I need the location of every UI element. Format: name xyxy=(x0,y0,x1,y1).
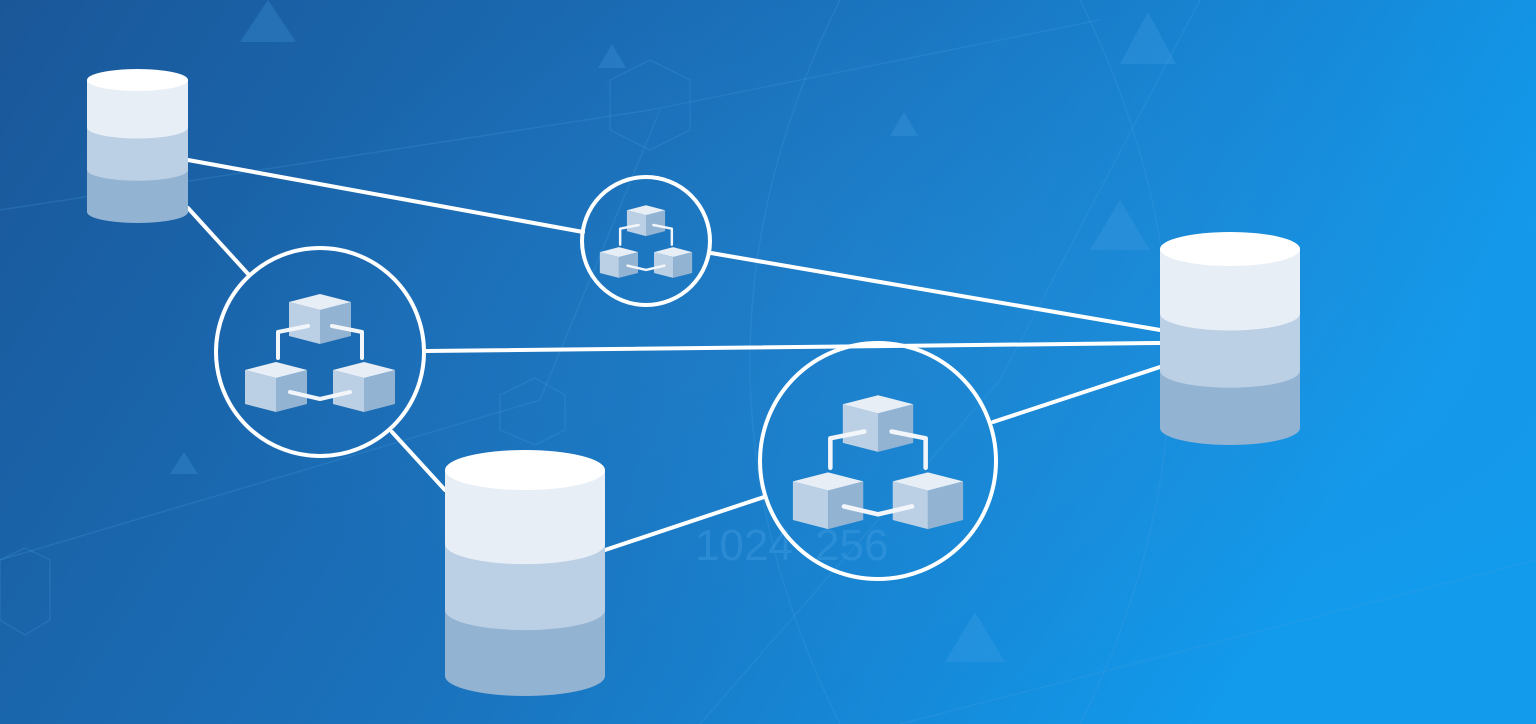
connector-left xyxy=(276,324,310,360)
connector-bottom xyxy=(626,264,666,272)
cube-connectors xyxy=(276,324,364,401)
cube-right-face xyxy=(320,302,351,344)
cube-icon xyxy=(842,395,914,452)
cube-icon xyxy=(289,294,351,344)
database-right xyxy=(1160,232,1300,445)
cube-top-face xyxy=(289,294,351,310)
database-band-bottom xyxy=(87,169,188,223)
network-node-left xyxy=(214,246,426,458)
connector-right xyxy=(330,324,364,360)
connector-right xyxy=(889,429,928,471)
network-nodes xyxy=(214,175,998,581)
node-ring xyxy=(214,246,426,458)
database-band-middle xyxy=(445,544,605,631)
cube-icon xyxy=(792,472,864,530)
database-bottom xyxy=(445,450,605,696)
cube-connectors xyxy=(618,223,674,272)
cube-icon xyxy=(245,362,307,412)
database-band-bottom xyxy=(445,610,605,696)
cube-left-face xyxy=(245,370,276,412)
connector-left xyxy=(618,223,640,246)
connection-line xyxy=(991,365,1162,424)
connection-line xyxy=(709,251,1162,332)
cube-left-face xyxy=(842,404,878,452)
cube-top-face xyxy=(245,362,307,378)
cube-right-face xyxy=(646,210,666,237)
cube-connectors xyxy=(828,429,928,517)
background-triangles xyxy=(170,0,1176,662)
connector-right xyxy=(652,223,674,246)
databases xyxy=(87,69,1300,696)
hierarchy-cubes-icon xyxy=(245,294,395,412)
cube-left-face xyxy=(626,210,646,237)
cube-top-face xyxy=(842,395,914,414)
database-band-middle xyxy=(1160,313,1300,388)
cube-right-face xyxy=(878,404,914,452)
database-band-bottom xyxy=(1160,370,1300,445)
cube-icon xyxy=(599,247,638,278)
connector-bottom xyxy=(841,504,915,517)
database-band-middle xyxy=(87,127,188,181)
connection-lines xyxy=(186,158,1162,552)
cube-right-face xyxy=(364,370,395,412)
database-band-top xyxy=(87,80,188,139)
node-ring xyxy=(758,341,998,581)
cube-right-face xyxy=(927,481,964,530)
cube-icon xyxy=(333,362,395,412)
connection-line xyxy=(390,430,447,492)
node-ring xyxy=(580,175,712,307)
cube-top-face xyxy=(654,247,693,257)
background-number-1024: 1024 xyxy=(695,521,793,570)
database-top-cap xyxy=(1160,232,1300,266)
connection-line xyxy=(603,495,766,552)
connector-bottom xyxy=(288,390,352,401)
database-band-top xyxy=(445,470,605,565)
network-node-small xyxy=(580,175,712,307)
cube-right-face xyxy=(673,252,693,278)
cube-left-face xyxy=(289,302,320,344)
database-top-cap xyxy=(87,69,188,91)
cube-left-face xyxy=(792,481,829,530)
hierarchy-cubes-icon xyxy=(599,205,693,278)
cube-top-face xyxy=(599,247,638,257)
cube-top-face xyxy=(333,362,395,378)
cube-icon xyxy=(626,205,666,237)
connection-line xyxy=(186,158,585,234)
cube-icon xyxy=(654,247,693,278)
background-number-256: 256 xyxy=(815,521,888,570)
database-top-left xyxy=(87,69,188,223)
connection-line xyxy=(186,206,251,277)
cube-left-face xyxy=(599,252,619,278)
database-band-top xyxy=(1160,249,1300,331)
connection-line xyxy=(424,341,1162,353)
connector-left xyxy=(828,429,867,471)
database-top-cap xyxy=(445,450,605,490)
cube-icon xyxy=(892,472,964,530)
